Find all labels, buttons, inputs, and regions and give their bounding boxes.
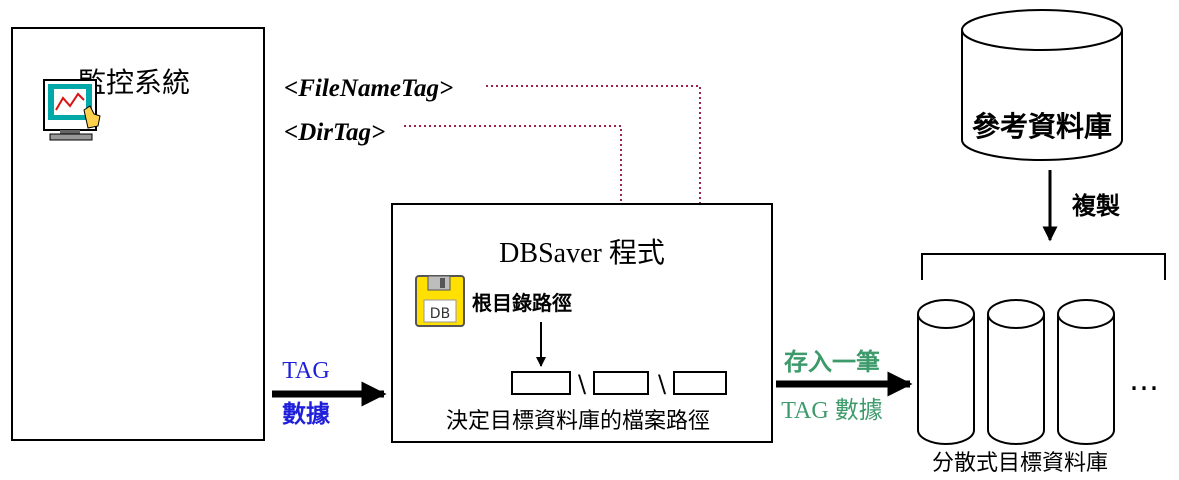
input-arrow-line1: TAG [282,358,329,384]
dir-tag-label: <DirTag> [284,119,385,146]
copy-label: 複製 [1072,192,1120,220]
output-arrow-line1: 存入一筆 [784,348,880,376]
dbsaver-caption: 決定目標資料庫的檔案路徑 [446,409,710,434]
distribution-bracket [921,253,1166,280]
path-segment-root [511,371,571,395]
dir-tag-connector [404,125,626,369]
output-arrow-line2: TAG 數據 [781,397,882,424]
root-path-label: 根目錄路徑 [472,291,572,315]
distributed-database-2 [987,299,1045,445]
dbsaver-title: DBSaver 程式 [499,237,665,269]
path-separator-1: \ [578,370,587,398]
floppy-label: DB [430,306,450,322]
path-segment-file [673,371,727,395]
more-databases-ellipsis: … [1129,363,1159,398]
monitor-icon [43,79,101,141]
distributed-database-3 [1057,299,1115,445]
file-name-tag-label: <FileNameTag> [284,75,453,102]
distributed-database-caption: 分散式目標資料庫 [932,451,1108,476]
reference-database-label: 參考資料庫 [972,110,1112,143]
path-segment-dir [593,371,649,395]
distributed-database-1 [917,299,975,445]
input-arrow-line2: 數據 [282,400,331,428]
path-separator-2: \ [658,370,667,398]
reference-database [961,9,1123,161]
floppy-disk-icon [415,275,465,327]
